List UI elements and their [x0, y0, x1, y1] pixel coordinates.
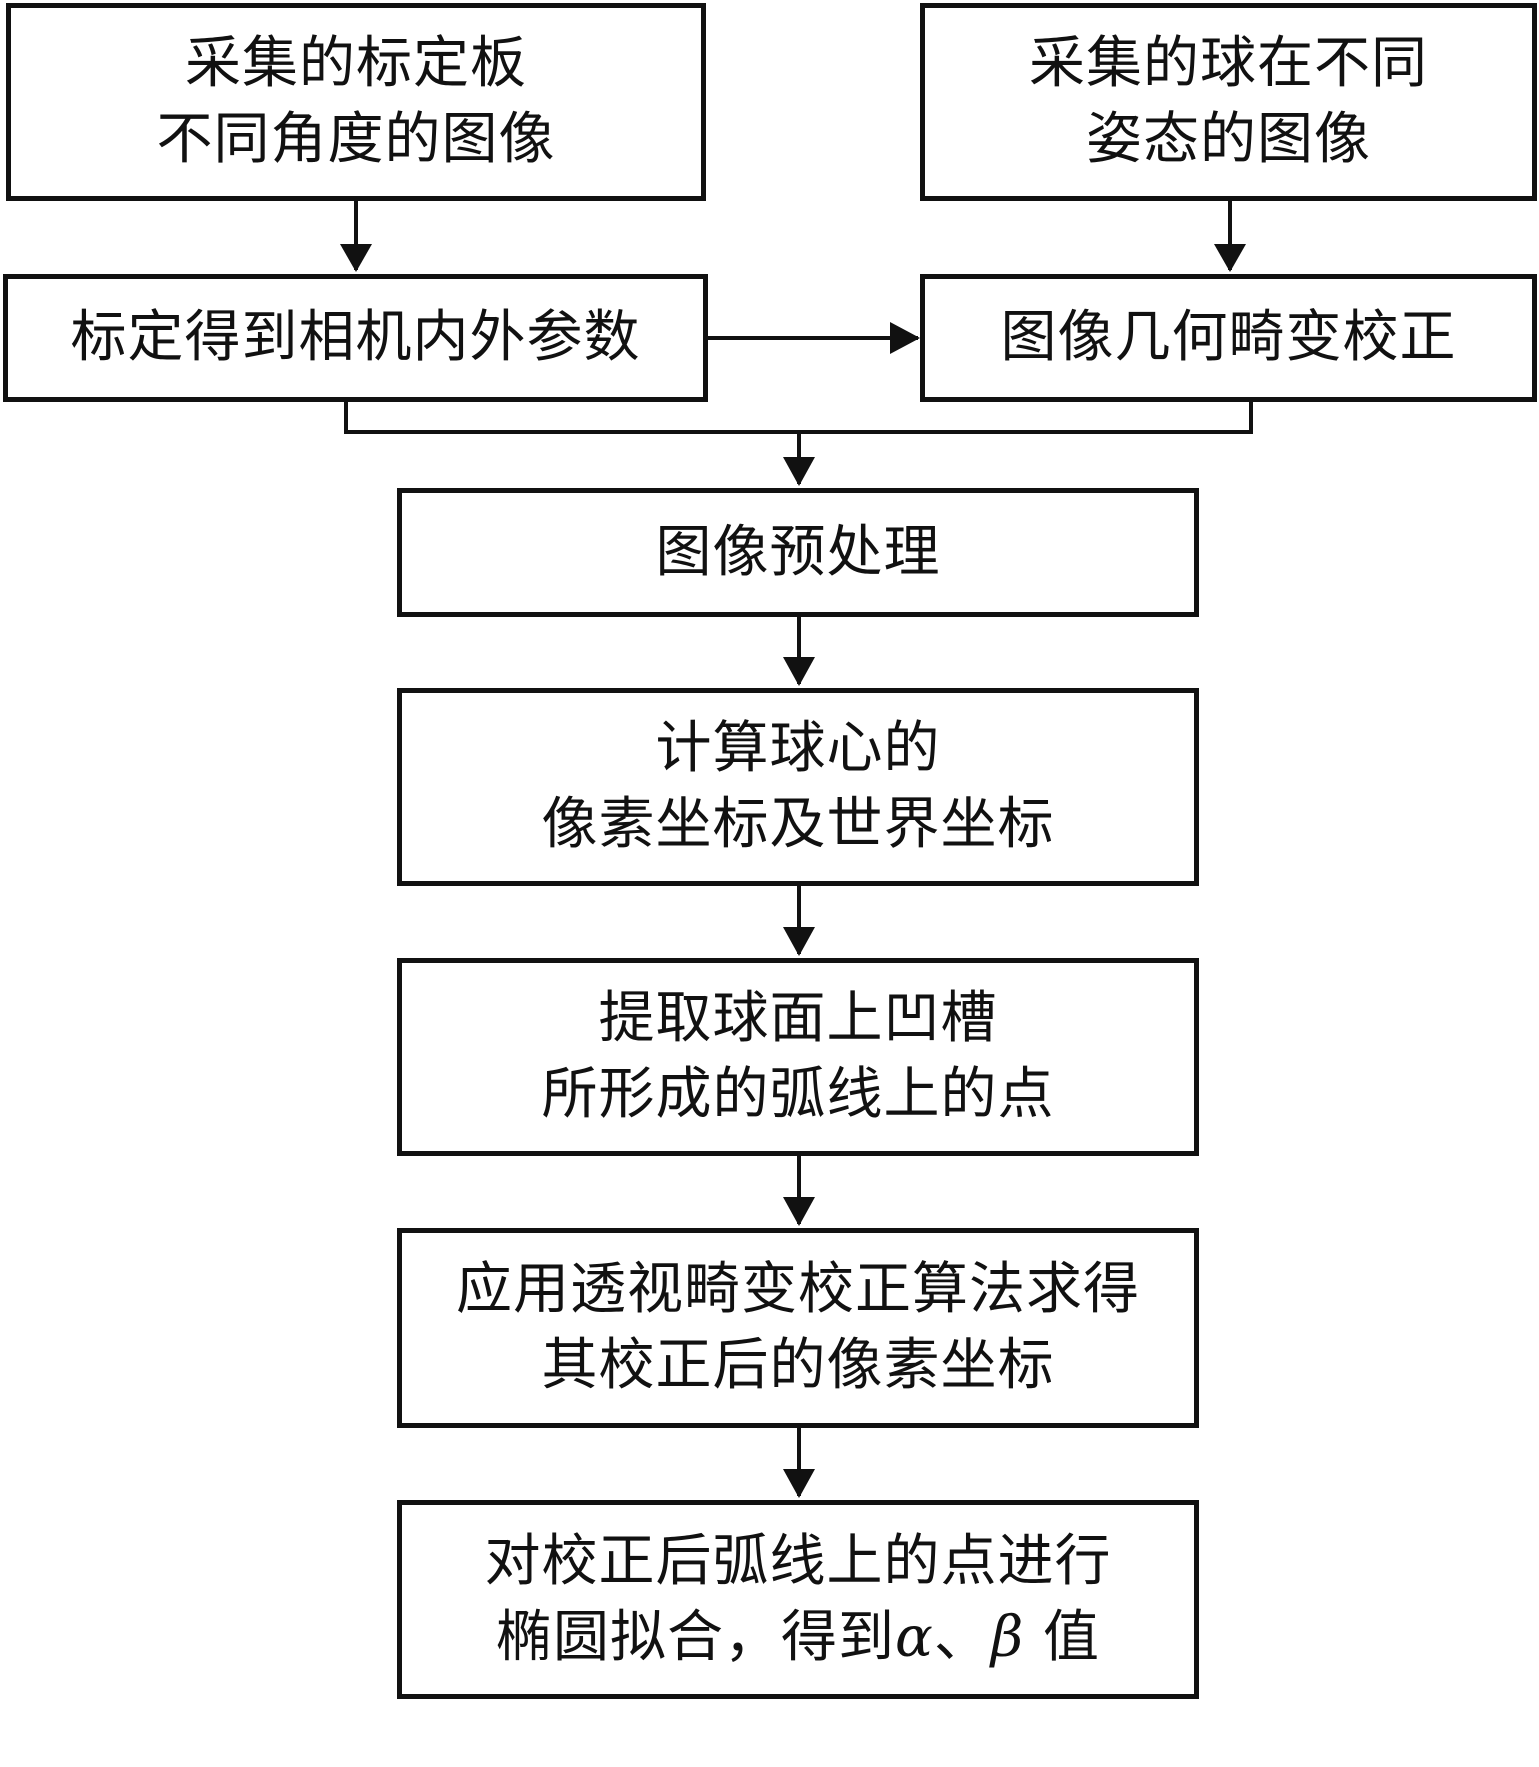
node-text: 图像几何畸变校正 [1000, 305, 1457, 370]
node-text: 对校正后弧线上的点进行 [484, 1528, 1112, 1594]
node-text: 采集的球在不同 [1029, 31, 1428, 96]
arrowhead [783, 657, 815, 686]
node-geo-correction: 图像几何畸变校正 [920, 274, 1537, 402]
node-text: 标定得到相机内外参数 [70, 305, 641, 370]
separator: 、 [933, 1604, 991, 1670]
merge-connector [344, 402, 1253, 434]
node-text: 其校正后的像素坐标 [541, 1333, 1055, 1398]
node-preprocess: 图像预处理 [397, 488, 1199, 617]
node-text: 所形成的弧线上的点 [541, 1062, 1055, 1127]
node-text: 椭圆拟合，得到 [495, 1604, 895, 1670]
arrowhead [890, 322, 920, 354]
arrowhead [340, 244, 372, 272]
node-text: 姿态的图像 [1086, 107, 1371, 172]
arrowhead [783, 1197, 815, 1226]
node-camera-params: 标定得到相机内外参数 [3, 274, 708, 402]
node-text: 采集的标定板 [185, 31, 527, 96]
node-text: 像素坐标及世界坐标 [541, 792, 1055, 857]
node-text: 计算球心的 [655, 716, 941, 781]
node-ball-images: 采集的球在不同 姿态的图像 [920, 3, 1537, 201]
node-text: 值 [1024, 1604, 1100, 1670]
node-groove-points: 提取球面上凹槽 所形成的弧线上的点 [397, 958, 1199, 1156]
arrowhead [1214, 244, 1246, 272]
node-ellipse-fit: 对校正后弧线上的点进行 椭圆拟合，得到α、β 值 [397, 1500, 1199, 1699]
node-text: 提取球面上凹槽 [598, 986, 998, 1051]
arrowhead [783, 457, 815, 486]
node-text-with-symbols: 椭圆拟合，得到α、β 值 [496, 1600, 1100, 1676]
node-perspective: 应用透视畸变校正算法求得 其校正后的像素坐标 [397, 1228, 1199, 1428]
node-calib-images: 采集的标定板 不同角度的图像 [6, 3, 706, 201]
beta-symbol: β [990, 1604, 1025, 1670]
alpha-symbol: α [894, 1604, 934, 1670]
node-ball-center: 计算球心的 像素坐标及世界坐标 [397, 688, 1199, 886]
node-text: 应用透视畸变校正算法求得 [456, 1257, 1140, 1322]
node-text: 不同角度的图像 [156, 107, 556, 172]
node-text: 图像预处理 [655, 519, 941, 585]
arrowhead [783, 927, 815, 956]
arrowhead [783, 1469, 815, 1498]
